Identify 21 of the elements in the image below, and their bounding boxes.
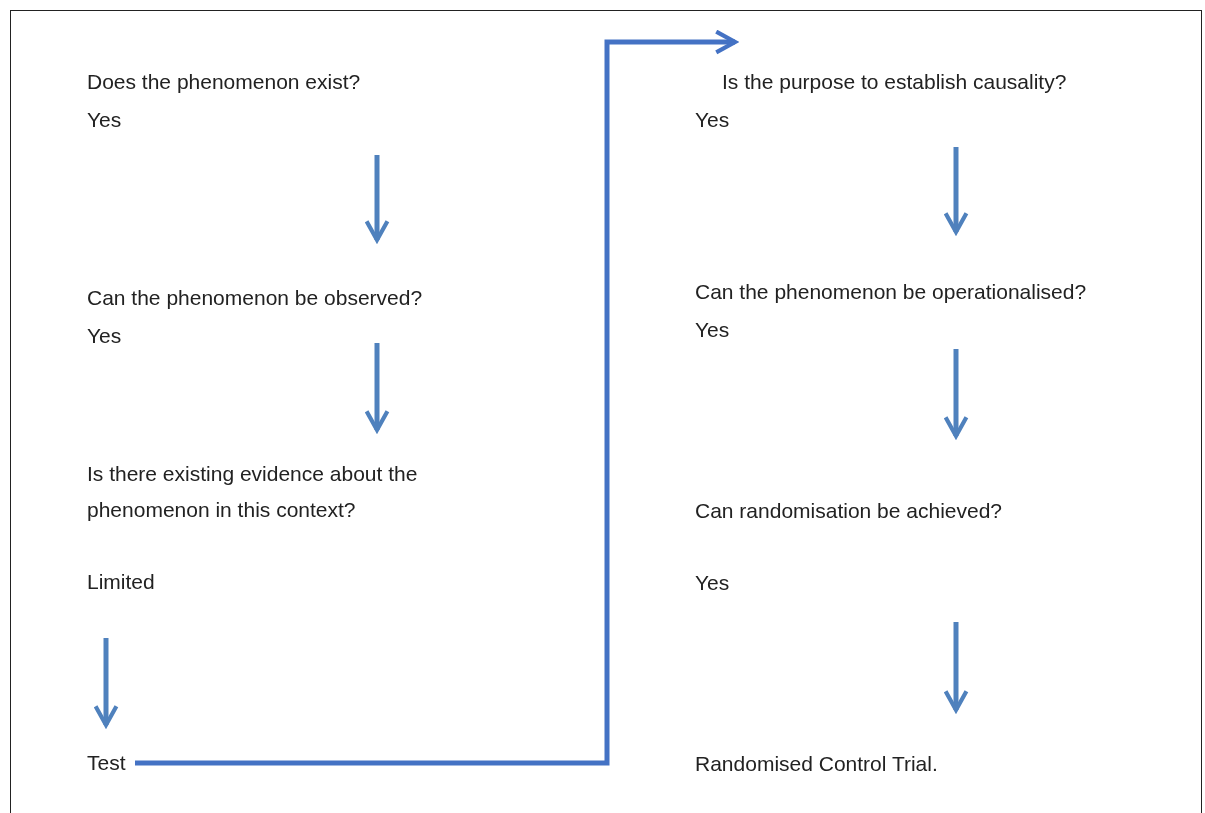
question-text: Can the phenomenon be observed? (87, 285, 423, 311)
arrow (93, 638, 119, 728)
answer-text: Yes (695, 570, 730, 596)
answer-text: Yes (87, 323, 122, 349)
question-text: Can randomisation be achieved? (695, 498, 1003, 524)
answer-text: Yes (695, 317, 730, 343)
result-text: Randomised Control Trial. (695, 751, 938, 777)
arrow (135, 29, 738, 766)
result-text: Test (87, 750, 126, 776)
arrow (364, 343, 390, 433)
answer-text: Yes (695, 107, 730, 133)
arrow (943, 622, 969, 713)
question-text: Can the phenomenon be operationalised? (695, 279, 1087, 305)
question-text: Is there existing evidence about the phenomenon in this context? (87, 461, 419, 523)
arrow (943, 349, 969, 439)
question-text: Is the purpose to establish causality? (722, 69, 1067, 95)
answer-text: Limited (87, 569, 155, 595)
arrow (364, 155, 390, 243)
arrow (943, 147, 969, 235)
answer-text: Yes (87, 107, 122, 133)
question-text: Does the phenomenon exist? (87, 69, 361, 95)
